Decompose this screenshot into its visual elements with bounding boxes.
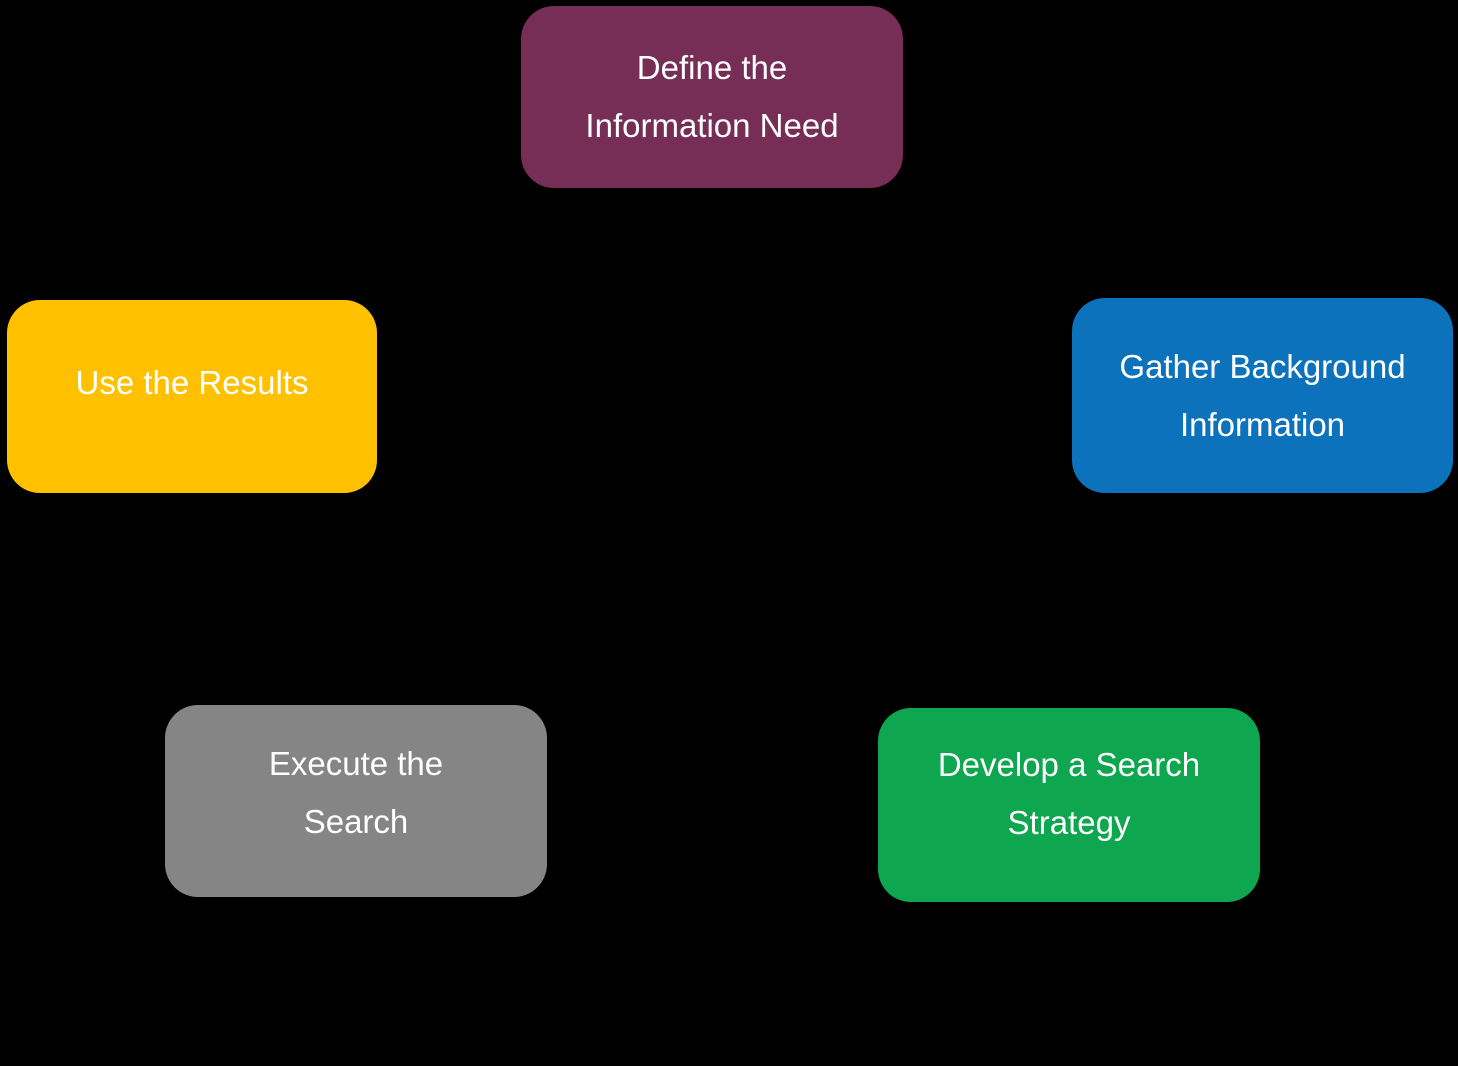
node-label-line: Strategy: [1007, 804, 1131, 841]
node-label-line: Define the: [636, 49, 788, 86]
node-label-line: Execute the: [268, 745, 444, 782]
node-label-line: Search: [303, 803, 409, 840]
node-use-results: Use the Results: [7, 300, 377, 493]
node-label-line: Gather Background: [1119, 347, 1406, 385]
node-label-line: Information: [1179, 405, 1346, 443]
node-label-line: Information Need: [585, 107, 839, 144]
node-gather-background-information: Gather Background Information: [1072, 298, 1453, 493]
node-label-line: Develop a Search: [937, 746, 1201, 783]
node-define-information-need: Define the Information Need: [521, 6, 903, 188]
node-label-line: Use the Results: [75, 363, 309, 401]
node-execute-search: Execute the Search: [165, 705, 547, 897]
node-develop-search-strategy: Develop a Search Strategy: [878, 708, 1260, 902]
